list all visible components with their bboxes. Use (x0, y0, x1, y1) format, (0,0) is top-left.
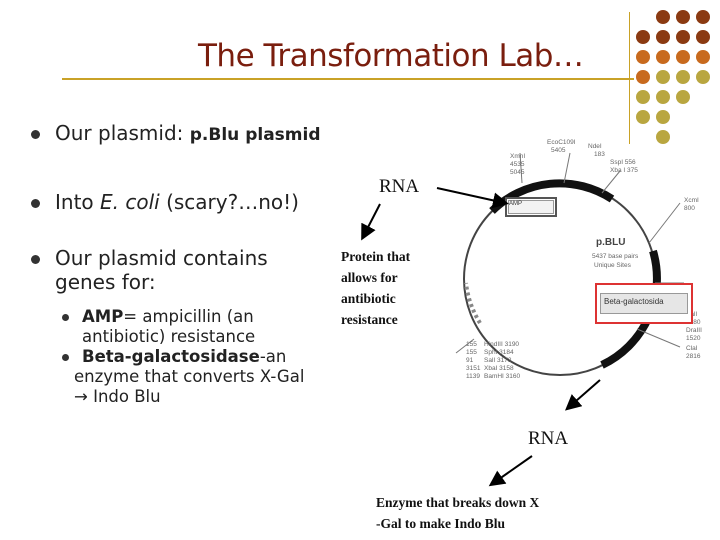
dot (656, 10, 670, 24)
dot (696, 30, 710, 44)
enzyme-note-line2: -Gal to make Indo Blu (376, 516, 506, 531)
site-number: 1139 (466, 373, 480, 380)
sub-bullet-marker (62, 314, 69, 321)
site-enzyme: XbaI 3158 (484, 365, 514, 372)
sub-bullet-beta: Beta-galactosidase-an enzyme that conver… (74, 347, 304, 407)
dot (636, 70, 650, 84)
bullet-contains: Our plasmid contains genes for: (55, 246, 268, 294)
site-label: NdeI (588, 143, 602, 150)
site-label: 800 (684, 205, 695, 212)
dot (636, 110, 650, 124)
beta-line1: -an (259, 347, 287, 366)
dot (656, 110, 670, 124)
dot (656, 70, 670, 84)
site-number: 155 (466, 341, 477, 348)
bullet-marker (31, 130, 40, 139)
dot (636, 50, 650, 64)
plasmid-size-label: 5437 base pairs (592, 253, 639, 260)
protein-note-line2: allows for (341, 270, 398, 285)
site-label: 5045 (510, 169, 525, 176)
bullet-plasmid: Our plasmid: p.Blu plasmid (55, 121, 321, 147)
dot (676, 50, 690, 64)
amp-line2: antibiotic) resistance (82, 327, 256, 346)
site-label: 1780 (686, 319, 701, 326)
site-number: 3151 (466, 365, 481, 372)
site-label: SspI 556 (610, 159, 636, 166)
bullet-marker (31, 199, 40, 208)
site-label: 2816 (686, 353, 701, 360)
dot (696, 50, 710, 64)
enzyme-note-line1: Enzyme that breaks down X (376, 495, 540, 510)
site-enzyme: HindIII 3190 (484, 341, 520, 348)
bullet-into-suffix: (scary?…no!) (159, 190, 299, 214)
beta-term: Beta-galactosidase (82, 347, 260, 366)
bullet-contains-line2: genes for: (55, 270, 156, 294)
dot (676, 30, 690, 44)
dot (656, 30, 670, 44)
beta-line2: enzyme that converts X-Gal (74, 367, 305, 386)
site-label: 1520 (686, 335, 701, 342)
site-label: 5405 (551, 147, 566, 154)
bullet-marker (31, 255, 40, 264)
protein-note: Protein that allows for antibiotic resis… (341, 246, 461, 330)
arrow-icon: → (74, 387, 88, 406)
dot (696, 70, 710, 84)
site-number: 155 (466, 349, 477, 356)
dot (676, 90, 690, 104)
site-enzyme: BamHI 3160 (484, 373, 521, 380)
rna-label-top: RNA (379, 176, 420, 197)
site-label: XcmI (684, 197, 699, 204)
bullet-into-ecoli: Into E. coli (scary?…no!) (55, 190, 299, 214)
beta-line3: Indo Blu (93, 387, 161, 406)
site-label: ClaI (686, 345, 698, 352)
sub-bullet-marker (62, 354, 69, 361)
site-enzyme: SalI 3173 (484, 357, 512, 364)
species-name: E. coli (100, 190, 160, 214)
dot (676, 70, 690, 84)
beta-gene-label: Beta-galactosida (600, 293, 688, 314)
arrow-rna-to-protein (361, 203, 381, 241)
bullet-contains-line1: Our plasmid contains (55, 246, 268, 270)
plasmid-map: EcoC109I 5405 NdeI 183 SspI 556 XmnI 453… (452, 133, 710, 420)
beta-gene-box: Beta-galactosida (595, 283, 693, 324)
site-label: DraIII (686, 327, 702, 334)
site-number: 91 (466, 357, 474, 364)
slide-title: The Transformation Lab… (198, 38, 584, 74)
dot (656, 50, 670, 64)
site-label: 183 (594, 151, 605, 158)
protein-note-line1: Protein that (341, 249, 411, 264)
protein-note-line3: antibiotic (341, 291, 396, 306)
title-underline (62, 78, 634, 80)
site-label: Xba I 375 (610, 167, 638, 174)
dot (696, 10, 710, 24)
site-label: XmnI (510, 153, 526, 160)
arrow-rna-to-enzyme (488, 455, 533, 487)
enzyme-note: Enzyme that breaks down X -Gal to make I… (376, 492, 676, 534)
bullet-into-prefix: Into (55, 190, 101, 214)
amp-line1: = ampicillin (an (123, 307, 254, 326)
sub-bullet-amp: AMP= ampicillin (an antibiotic) resistan… (82, 307, 255, 347)
dot (656, 130, 670, 144)
amp-term: AMP (82, 307, 124, 326)
dot (636, 90, 650, 104)
bullet-plasmid-prefix: Our plasmid: (55, 121, 190, 145)
amp-gene-label: AMP (508, 200, 554, 214)
protein-note-line4: resistance (341, 312, 398, 327)
site-label: EcoC109I (547, 139, 576, 146)
dot (636, 30, 650, 44)
rna-label-bottom: RNA (528, 428, 569, 449)
site-label: 4535 (510, 161, 525, 168)
plasmid-name: p.Blu plasmid (189, 125, 321, 145)
plasmid-sites-label: Unique Sites (594, 262, 631, 269)
amp-gene-box: AMP (505, 197, 557, 217)
site-enzyme: SphI 3184 (484, 349, 514, 356)
dot (676, 10, 690, 24)
plasmid-name-label: p.BLU (596, 237, 626, 248)
dot (656, 90, 670, 104)
